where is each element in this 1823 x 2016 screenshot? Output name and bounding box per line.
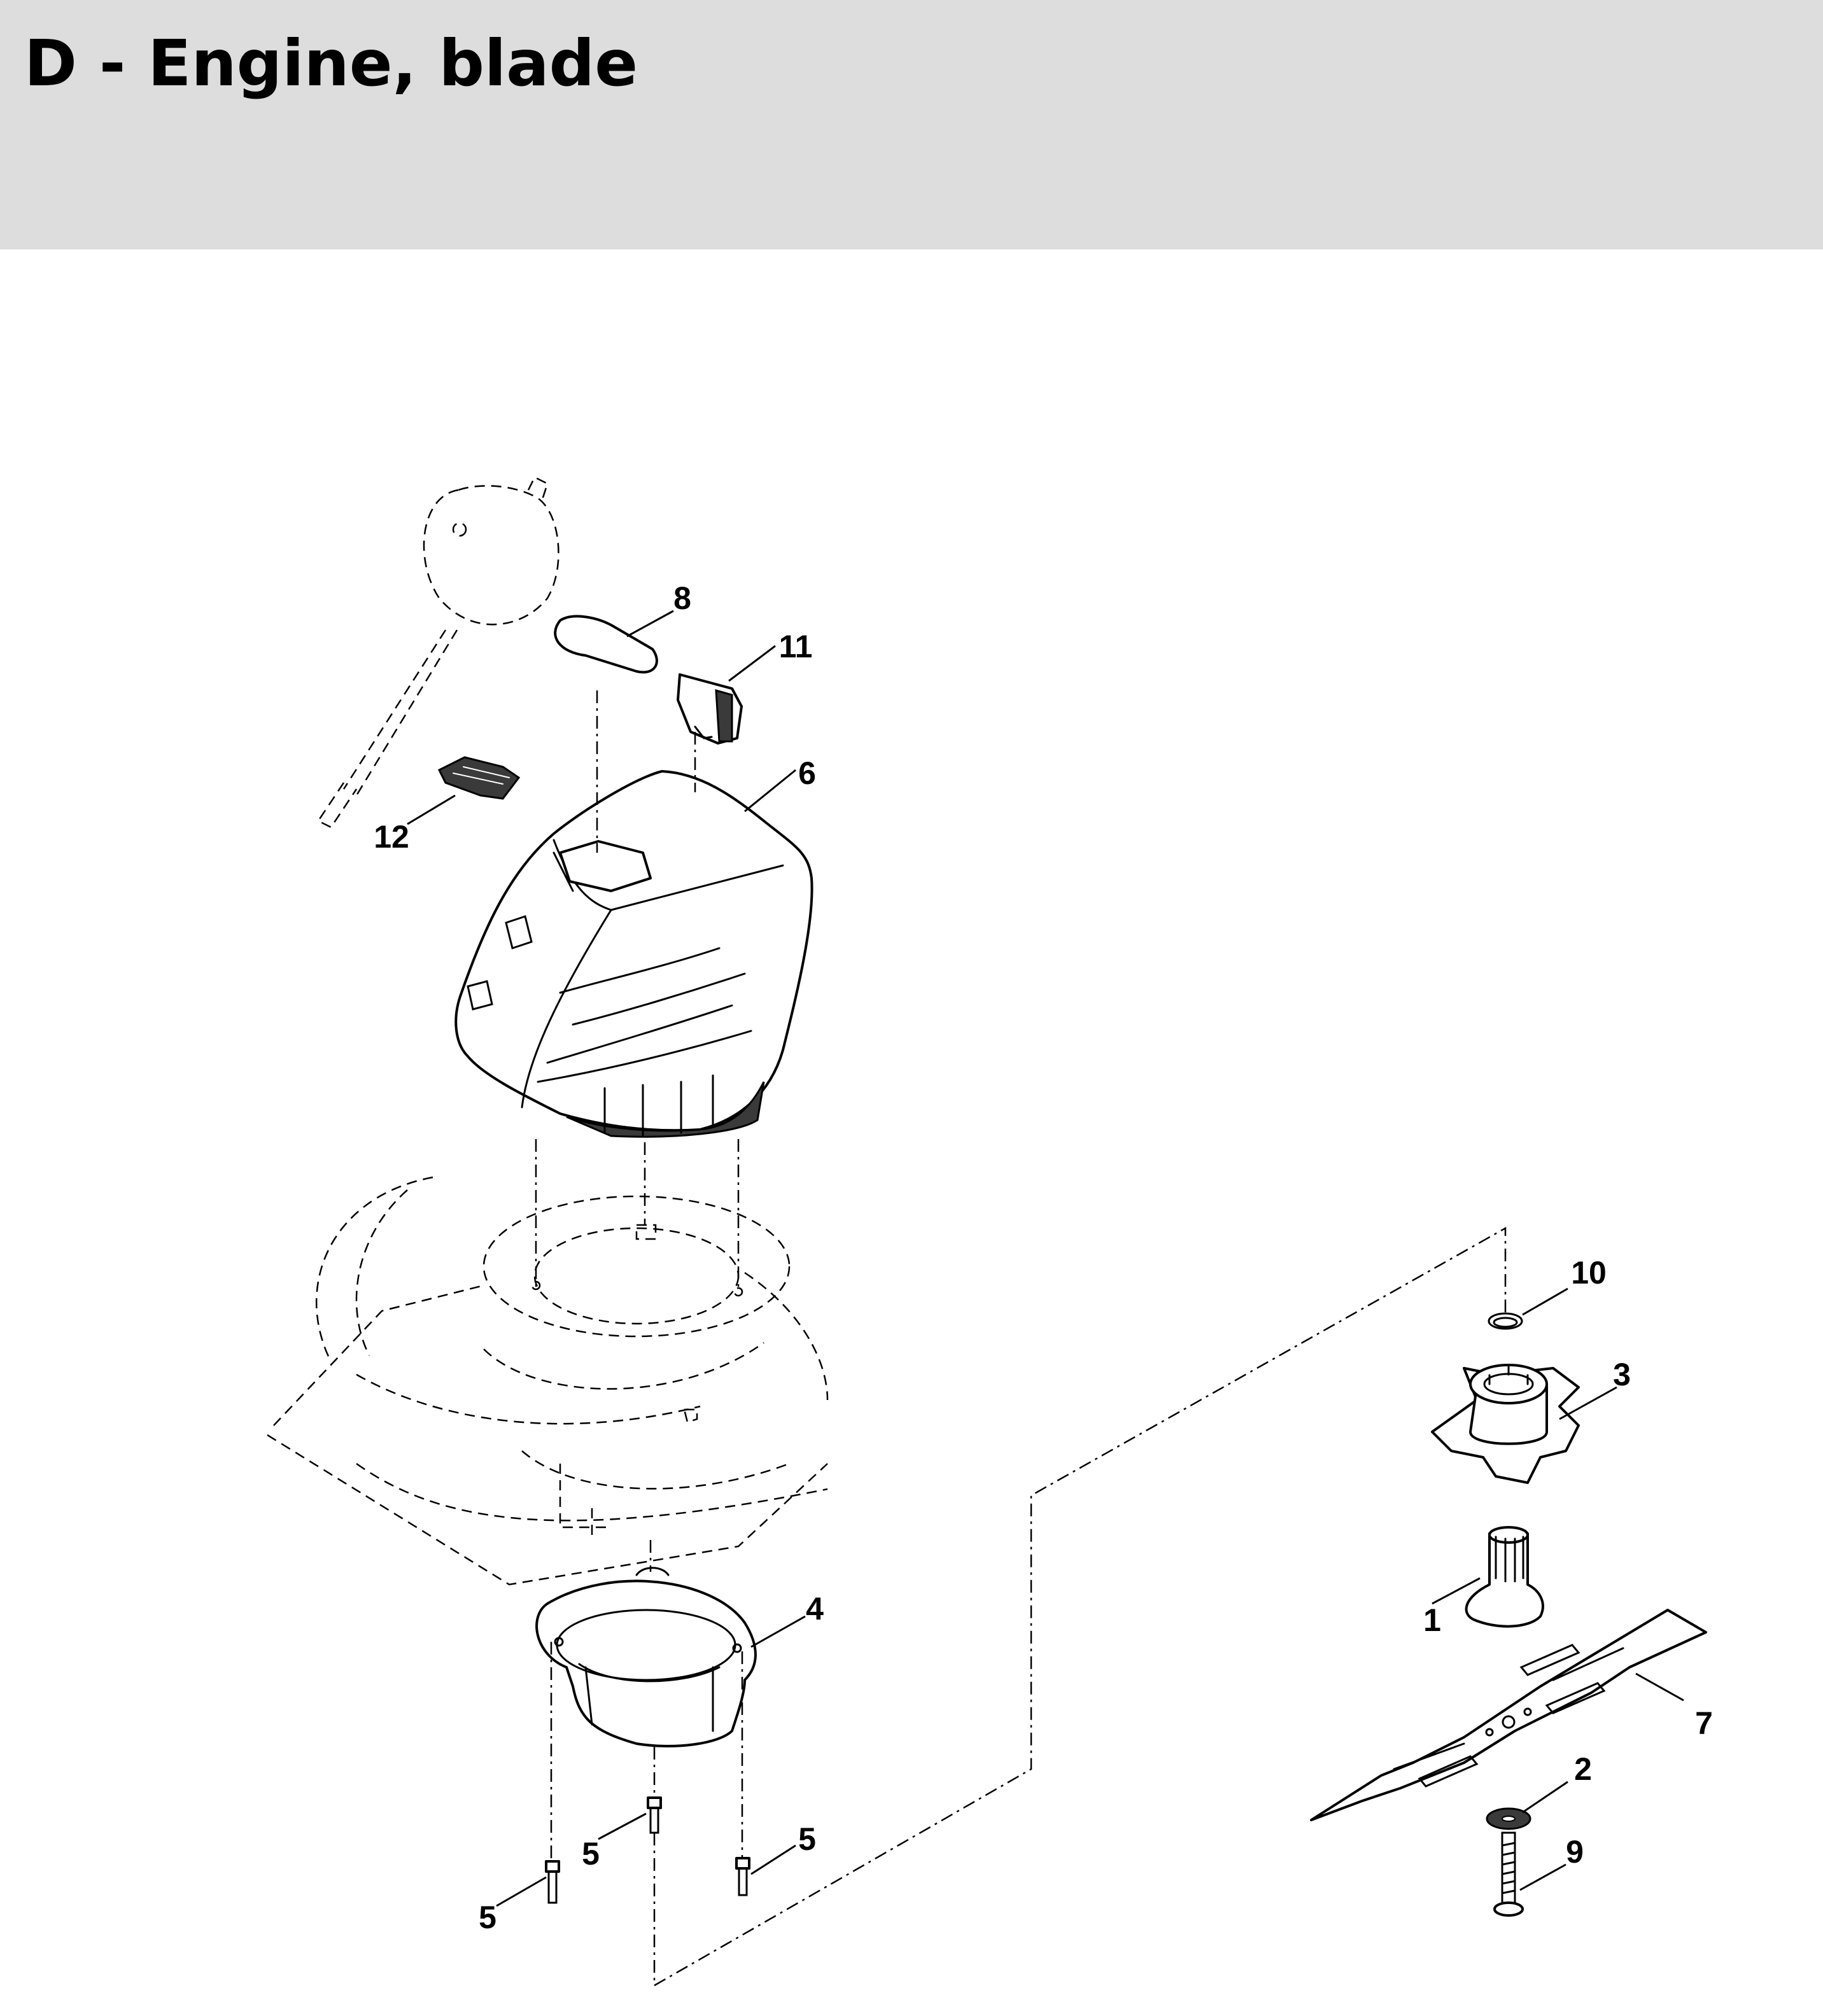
callouts: 8 11 6 12 10 3 4 1 7 2 9 5 5 5 bbox=[374, 580, 1713, 1935]
callout-12: 12 bbox=[374, 819, 409, 855]
part-6-engine-hood bbox=[454, 770, 813, 1138]
callout-4: 4 bbox=[806, 1591, 824, 1627]
mower-deck-phantom bbox=[267, 1176, 829, 1586]
callout-6: 6 bbox=[798, 755, 816, 791]
handle-phantom bbox=[317, 476, 560, 829]
callout-5-left: 5 bbox=[479, 1900, 496, 1935]
part-8-window bbox=[554, 615, 658, 674]
leader-lines bbox=[407, 610, 1684, 1907]
callout-7: 7 bbox=[1695, 1705, 1713, 1741]
assembly-axes bbox=[535, 690, 1507, 1987]
part-9-blade-bolt bbox=[1493, 1831, 1524, 1917]
callout-8: 8 bbox=[673, 580, 691, 616]
callout-1: 1 bbox=[1423, 1602, 1441, 1638]
part-1-blade-adapter bbox=[1465, 1526, 1544, 1628]
part-5-screw-middle bbox=[647, 1796, 662, 1834]
part-7-blade bbox=[1310, 1609, 1707, 1821]
part-4-housing-bowl bbox=[535, 1567, 757, 1747]
callout-3: 3 bbox=[1613, 1357, 1631, 1392]
page-header: D - Engine, blade bbox=[0, 0, 1823, 249]
callout-9: 9 bbox=[1566, 1834, 1584, 1870]
callout-5-middle: 5 bbox=[582, 1836, 600, 1872]
callout-10: 10 bbox=[1571, 1255, 1607, 1291]
part-10-circlip bbox=[1488, 1312, 1523, 1330]
part-11-safety-key bbox=[677, 673, 743, 745]
callout-2: 2 bbox=[1574, 1751, 1592, 1787]
part-5-screw-right bbox=[735, 1857, 750, 1896]
part-12-connector bbox=[437, 756, 521, 800]
part-2-washer bbox=[1486, 1807, 1531, 1830]
part-3-fan bbox=[1431, 1364, 1580, 1484]
part-5-screw-left bbox=[545, 1860, 560, 1904]
callout-11: 11 bbox=[779, 629, 813, 664]
callout-5-right: 5 bbox=[798, 1821, 816, 1857]
page-title: D - Engine, blade bbox=[24, 26, 638, 101]
